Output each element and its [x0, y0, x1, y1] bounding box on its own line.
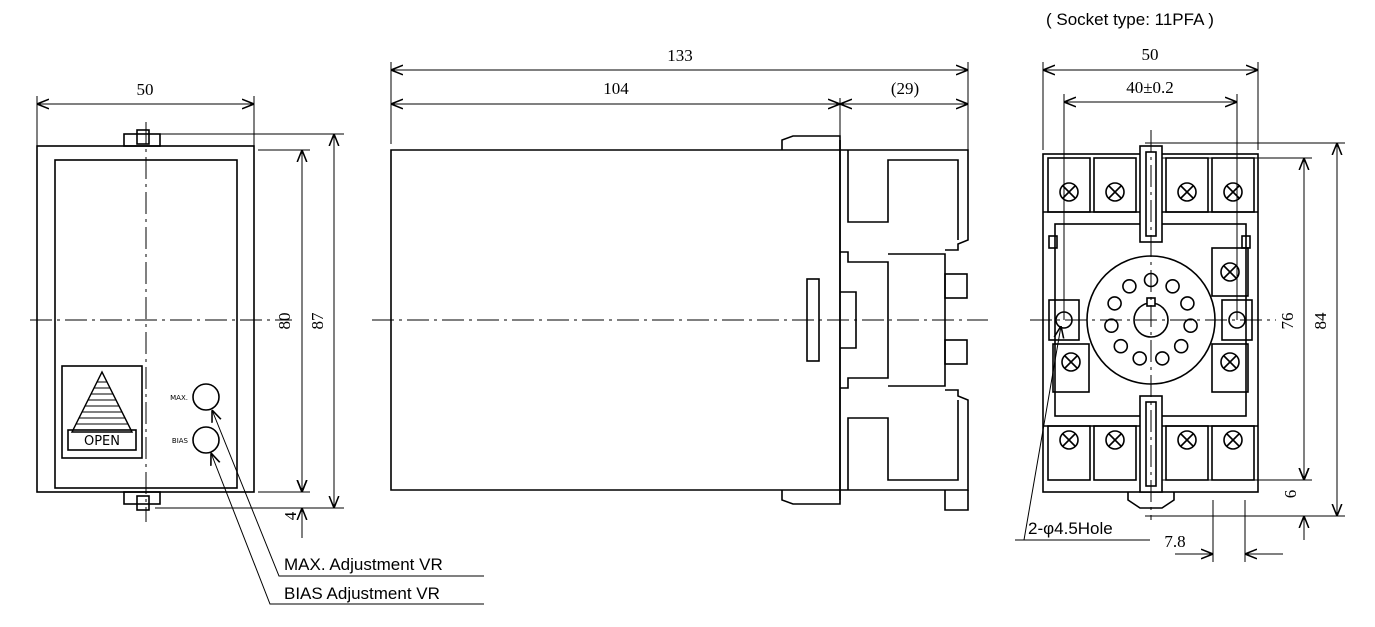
- terminal-screw-icon: [1223, 182, 1243, 202]
- terminal-screw-icon: [1220, 352, 1240, 372]
- bias-knob-label: BIAS: [172, 437, 189, 445]
- terminal-screw-icon: [1059, 430, 1079, 450]
- side-socket-depth-dim-text: (29): [891, 79, 919, 98]
- side-socket-profile: [839, 140, 969, 511]
- terminal-screw-icon: [1177, 430, 1197, 450]
- adjustment-callout-leaders: [211, 410, 484, 605]
- terminal-screw-icon: [1223, 430, 1243, 450]
- socket-pin-hole: [1180, 296, 1195, 311]
- open-label-plate: [61, 365, 143, 459]
- socket-bottom-terminal-row: [1047, 395, 1255, 509]
- terminal-screw-icon: [1059, 182, 1079, 202]
- terminal-screw-icon: [1220, 262, 1240, 282]
- socket-pin-hole: [1107, 296, 1122, 311]
- socket-foot-dim-text: 7.8: [1164, 532, 1185, 551]
- terminal-screw-icon: [1105, 182, 1125, 202]
- socket-pin-hole: [1155, 351, 1170, 366]
- bias-adjustment-knob: [192, 426, 220, 454]
- terminal-screw-icon: [1061, 352, 1081, 372]
- terminal-screw-icon: [1177, 182, 1197, 202]
- terminal-screws: [1059, 182, 1243, 450]
- socket-hole-pitch-dim-text: 40±0.2: [1126, 78, 1174, 97]
- socket-pin-hole: [1173, 338, 1189, 354]
- max-adjustment-knob: [192, 383, 220, 411]
- terminal-screw-icon: [1105, 430, 1125, 450]
- socket-inner-height-dim-text: 76: [1278, 313, 1297, 330]
- bias-vr-callout: BIAS Adjustment VR: [284, 584, 440, 603]
- socket-type-note: ( Socket type: 11PFA ): [1046, 10, 1214, 29]
- open-label-text: OPEN: [84, 434, 120, 449]
- side-total-length-dim-text: 133: [667, 46, 693, 65]
- socket-view: [1015, 62, 1345, 562]
- socket-bottom-offset-dim-text: 6: [1281, 490, 1300, 499]
- max-knob-label: MAX.: [170, 394, 188, 402]
- mounting-hole-note: 2-φ4.5Hole: [1028, 519, 1113, 538]
- socket-pin-hole: [1132, 351, 1147, 366]
- side-body-length-dim-text: 104: [603, 79, 629, 98]
- socket-pin-hole: [1122, 278, 1137, 294]
- side-view: [372, 62, 988, 511]
- socket-pin-hole: [1104, 318, 1119, 334]
- socket-pin-hole: [1183, 318, 1198, 334]
- front-face-height-dim-text: 80: [275, 313, 294, 330]
- socket-outer-height-dim-text: 84: [1311, 312, 1330, 330]
- socket-pin-hole: [1165, 278, 1180, 294]
- front-width-dim-text: 50: [137, 80, 154, 99]
- max-vr-callout: MAX. Adjustment VR: [284, 555, 443, 574]
- socket-pin-hole: [1113, 338, 1129, 354]
- front-clip-dim-text: 4: [281, 511, 300, 520]
- socket-width-dim-text: 50: [1142, 45, 1159, 64]
- front-overall-height-dim-text: 87: [308, 312, 327, 330]
- front-view: [30, 96, 344, 538]
